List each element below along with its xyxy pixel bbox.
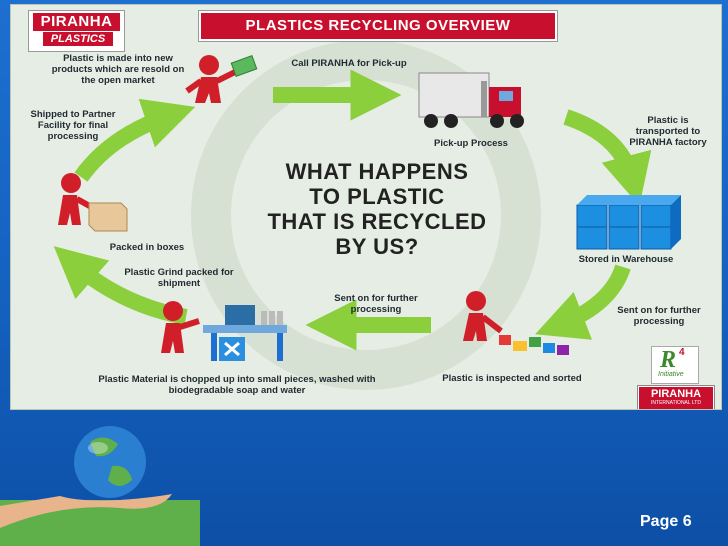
r4-initiative-logo: R 4 Initiative [651,346,699,384]
logo-main: PIRANHA [33,13,120,31]
arrow-sent1 [535,264,631,340]
center-question-line-1: WHAT HAPPENS [285,159,469,184]
label-shipped: Shipped to Partner Facility for final pr… [30,109,116,142]
arrow-shipped [74,98,196,182]
label-pickup: Pick-up Process [434,138,508,149]
person-inspect-figure [463,291,569,355]
label-call: Call PIRANHA for Pick-up [291,58,407,69]
diagram-graphics [53,40,681,390]
piranha-international-main: PIRANHA [650,388,702,400]
label-chopped: Plastic Material is chopped up into smal… [98,374,376,396]
label-stored: Stored in Warehouse [578,254,674,265]
label-resold: Plastic is made into new products which … [51,53,185,86]
truck-illustration [418,72,524,128]
r4-superscript: 4 [679,347,685,358]
r4-letter: R [660,347,677,373]
label-sent-1: Sent on for further processing [617,305,701,327]
logo-sub: PLASTICS [43,32,113,46]
warehouse-boxes [576,195,681,250]
center-question-line-4: BY US? [335,234,419,259]
label-boxes: Packed in boxes [109,242,185,253]
label-inspected: Plastic is inspected and sorted [442,373,582,384]
recycling-infographic: PLASTICS RECYCLING OVERVIEW WHAT HAPPENS… [10,4,722,410]
center-question: WHAT HAPPENS TO PLASTIC THAT IS RECYCLED… [227,159,527,259]
label-grind: Plastic Grind packed for shipment [124,267,234,289]
label-sent-2: Sent on for further processing [334,293,418,315]
chopping-machine-illustration [161,301,287,361]
arrow-transport [563,109,652,206]
label-transported: Plastic is transported to PIRANHA factor… [629,115,707,148]
center-question-line-3: THAT IS RECYCLED [267,209,487,234]
piranha-international-sub: INTERNATIONAL LTD [651,400,701,406]
r4-text: Initiative [658,371,684,378]
page-title: PLASTICS RECYCLING OVERVIEW [199,11,557,41]
person-boxes-figure [58,173,128,232]
recycle-watermark [191,40,541,390]
piranha-plastics-logo: PIRANHA PLASTICS [28,10,125,52]
piranha-international-logo: PIRANHA INTERNATIONAL LTD [638,386,714,409]
person-resold-figure [185,55,258,103]
hand-globe-image [0,426,200,546]
page-number: Page 6 [640,513,692,530]
center-question-line-2: TO PLASTIC [309,184,445,209]
